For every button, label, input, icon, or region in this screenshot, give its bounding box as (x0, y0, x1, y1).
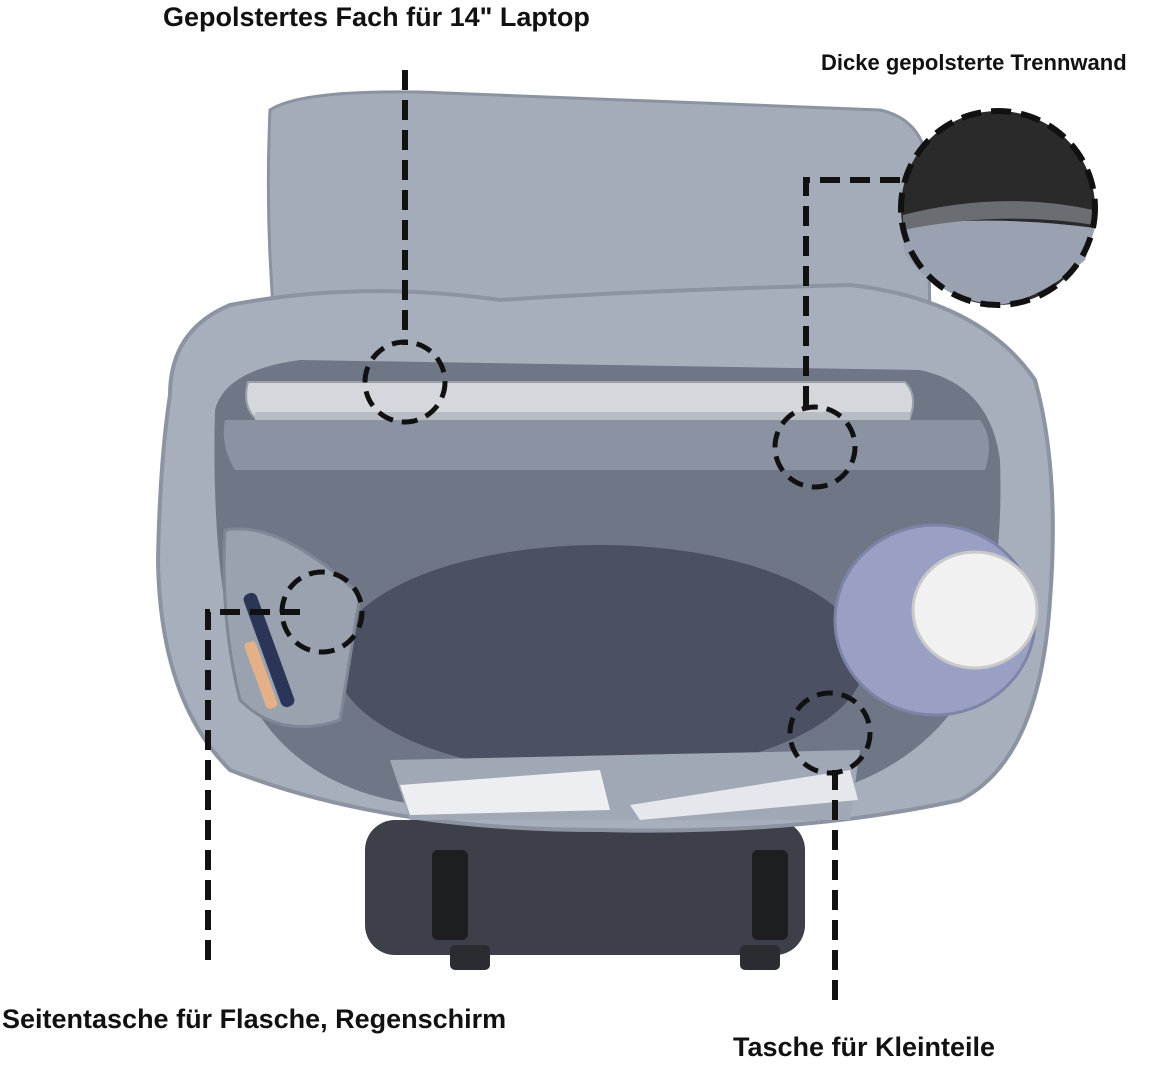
notebook-left (400, 770, 610, 815)
divider-detail-inset (898, 108, 1098, 308)
callout-circle-laptop (362, 339, 448, 425)
bottle-cap (911, 550, 1039, 670)
laptop-sleeve (223, 420, 989, 470)
pen (243, 592, 295, 708)
notebook-right (630, 770, 858, 820)
label-small-items-pocket: Tasche für Kleinteile (733, 1032, 996, 1062)
pencil (244, 641, 278, 709)
buckle-right (740, 945, 780, 970)
buckle-left (450, 945, 490, 970)
laptop-edge (255, 412, 910, 420)
backpack-flap (266, 90, 932, 332)
interior-floor (335, 545, 865, 775)
strap-left (432, 850, 468, 940)
callout-line-divider (803, 177, 900, 410)
backpack-front-panel (365, 820, 805, 955)
strap-right (752, 850, 788, 940)
callout-circle-divider (772, 404, 858, 490)
callout-line-side-pocket (205, 609, 300, 970)
label-side-pocket: Seitentasche für Flasche, Regenschirm (2, 1004, 507, 1034)
callout-circles (279, 339, 873, 776)
callout-circle-side-pocket (279, 569, 365, 655)
callout-circle-small-pocket (787, 690, 873, 776)
callout-lines (205, 70, 900, 1002)
label-laptop-compartment: Gepolstertes Fach für 14" Laptop (163, 2, 590, 32)
label-divider: Dicke gepolsterte Trennwand (821, 50, 1127, 75)
